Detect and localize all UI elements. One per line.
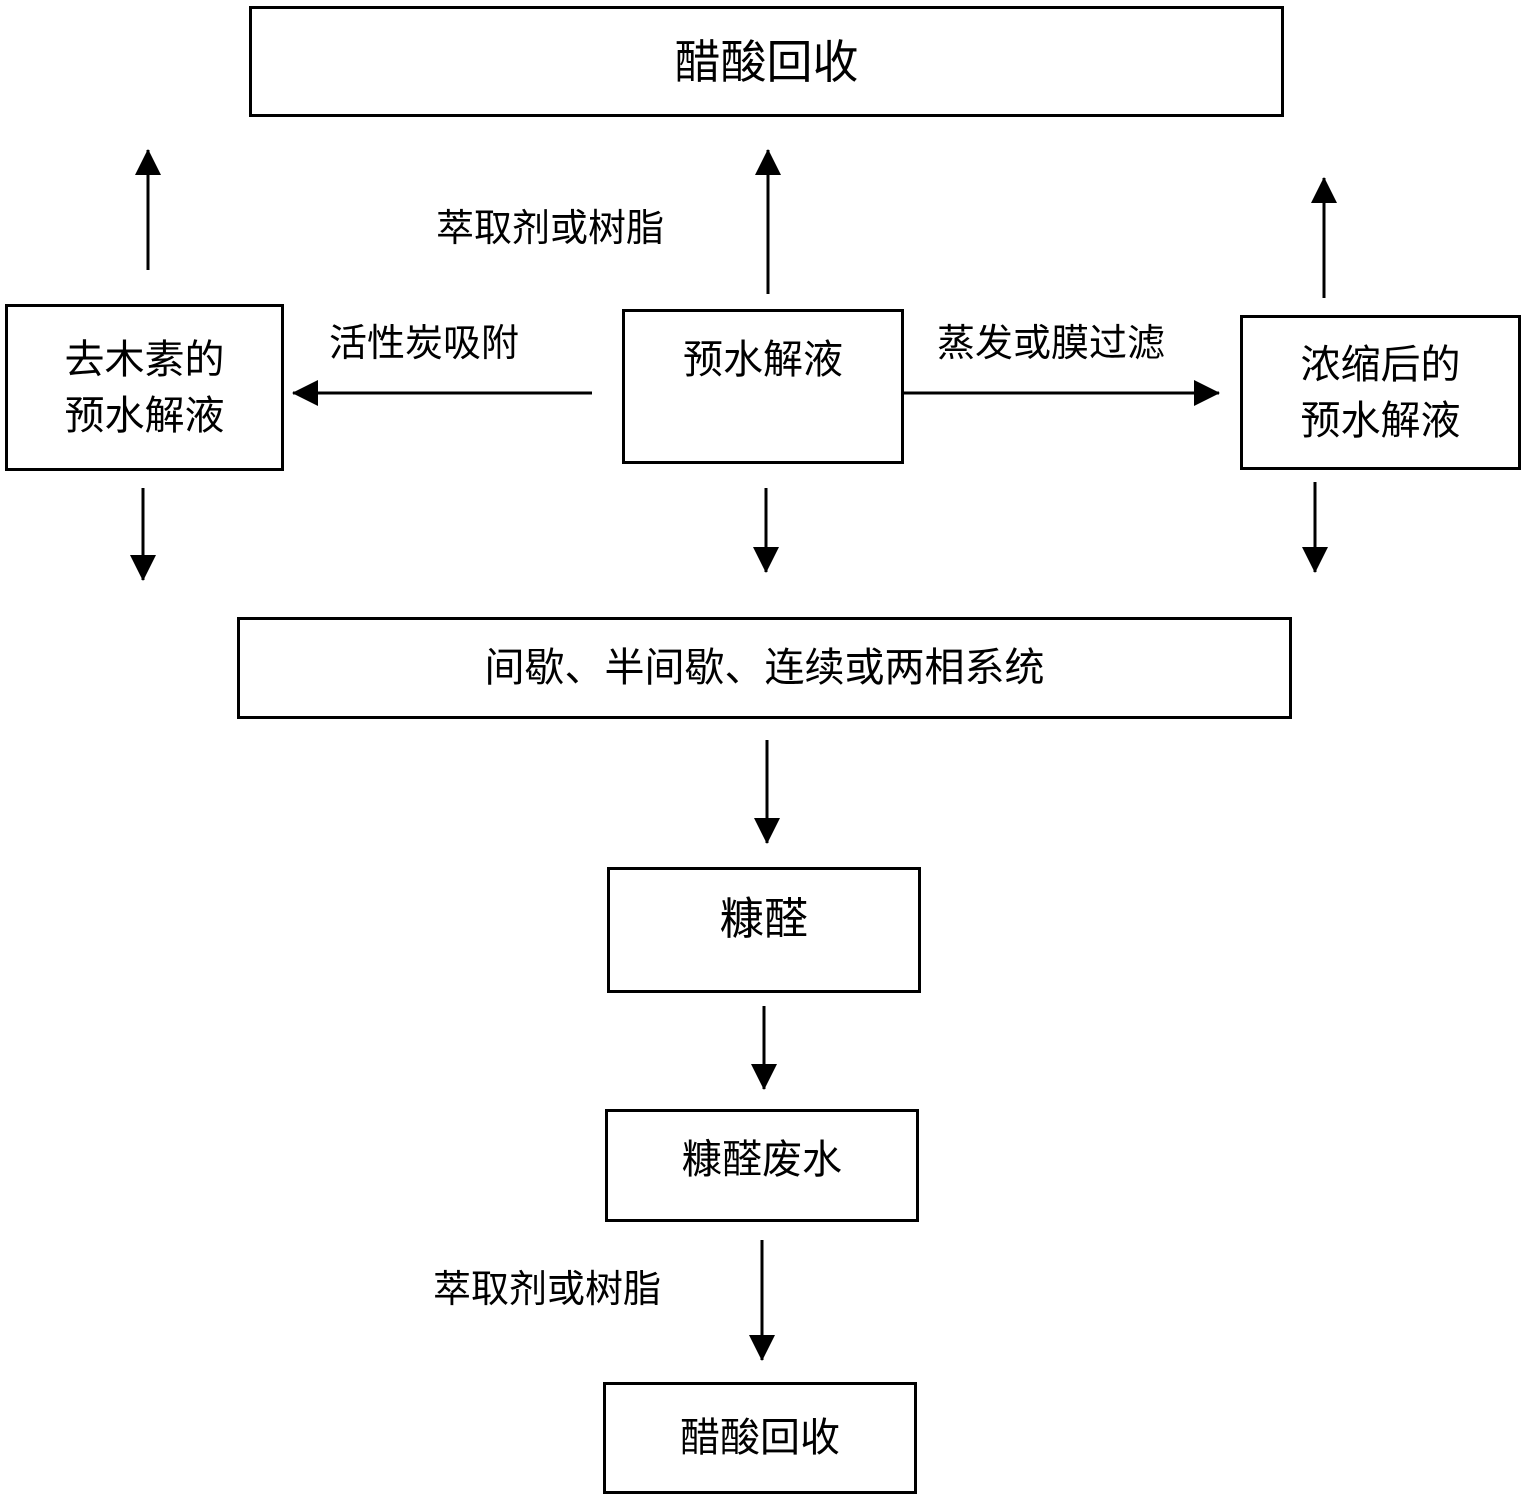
edge-label-extractant-bottom: 萃取剂或树脂 bbox=[433, 1267, 662, 1311]
delignified-prehydrolysate-box: 去木素的 预水解液 bbox=[5, 304, 284, 471]
furfural-box: 糠醛 bbox=[607, 867, 921, 993]
reaction-system-box: 间歇、半间歇、连续或两相系统 bbox=[237, 617, 1292, 719]
concentrated-line1: 浓缩后的 bbox=[1300, 341, 1461, 388]
edge-label-evaporation: 蒸发或膜过滤 bbox=[937, 321, 1166, 365]
acetic-recovery-bottom-label: 醋酸回收 bbox=[680, 1415, 840, 1461]
edge-label-extractant-top: 萃取剂或树脂 bbox=[436, 206, 665, 250]
concentrated-prehydrolysate-text: 浓缩后的 预水解液 bbox=[1301, 337, 1461, 449]
acetic-recovery-top-box: 醋酸回收 bbox=[249, 6, 1284, 117]
furfural-label: 糠醛 bbox=[720, 894, 808, 945]
acetic-recovery-bottom-box: 醋酸回收 bbox=[603, 1382, 917, 1494]
furfural-wastewater-box: 糠醛废水 bbox=[605, 1109, 919, 1222]
edge-label-activated-carbon: 活性炭吸附 bbox=[329, 321, 520, 365]
prehydrolysate-label: 预水解液 bbox=[683, 337, 843, 383]
delignified-prehydrolysate-text: 去木素的 预水解液 bbox=[65, 332, 225, 444]
furfural-wastewater-label: 糠醛废水 bbox=[682, 1137, 842, 1183]
delignified-line2: 预水解液 bbox=[64, 392, 225, 439]
concentrated-line2: 预水解液 bbox=[1300, 397, 1461, 444]
concentrated-prehydrolysate-box: 浓缩后的 预水解液 bbox=[1240, 315, 1521, 470]
acetic-recovery-top-label: 醋酸回收 bbox=[674, 34, 859, 89]
reaction-system-label: 间歇、半间歇、连续或两相系统 bbox=[484, 645, 1045, 691]
delignified-line1: 去木素的 bbox=[64, 336, 225, 383]
prehydrolysate-box: 预水解液 bbox=[622, 309, 904, 464]
